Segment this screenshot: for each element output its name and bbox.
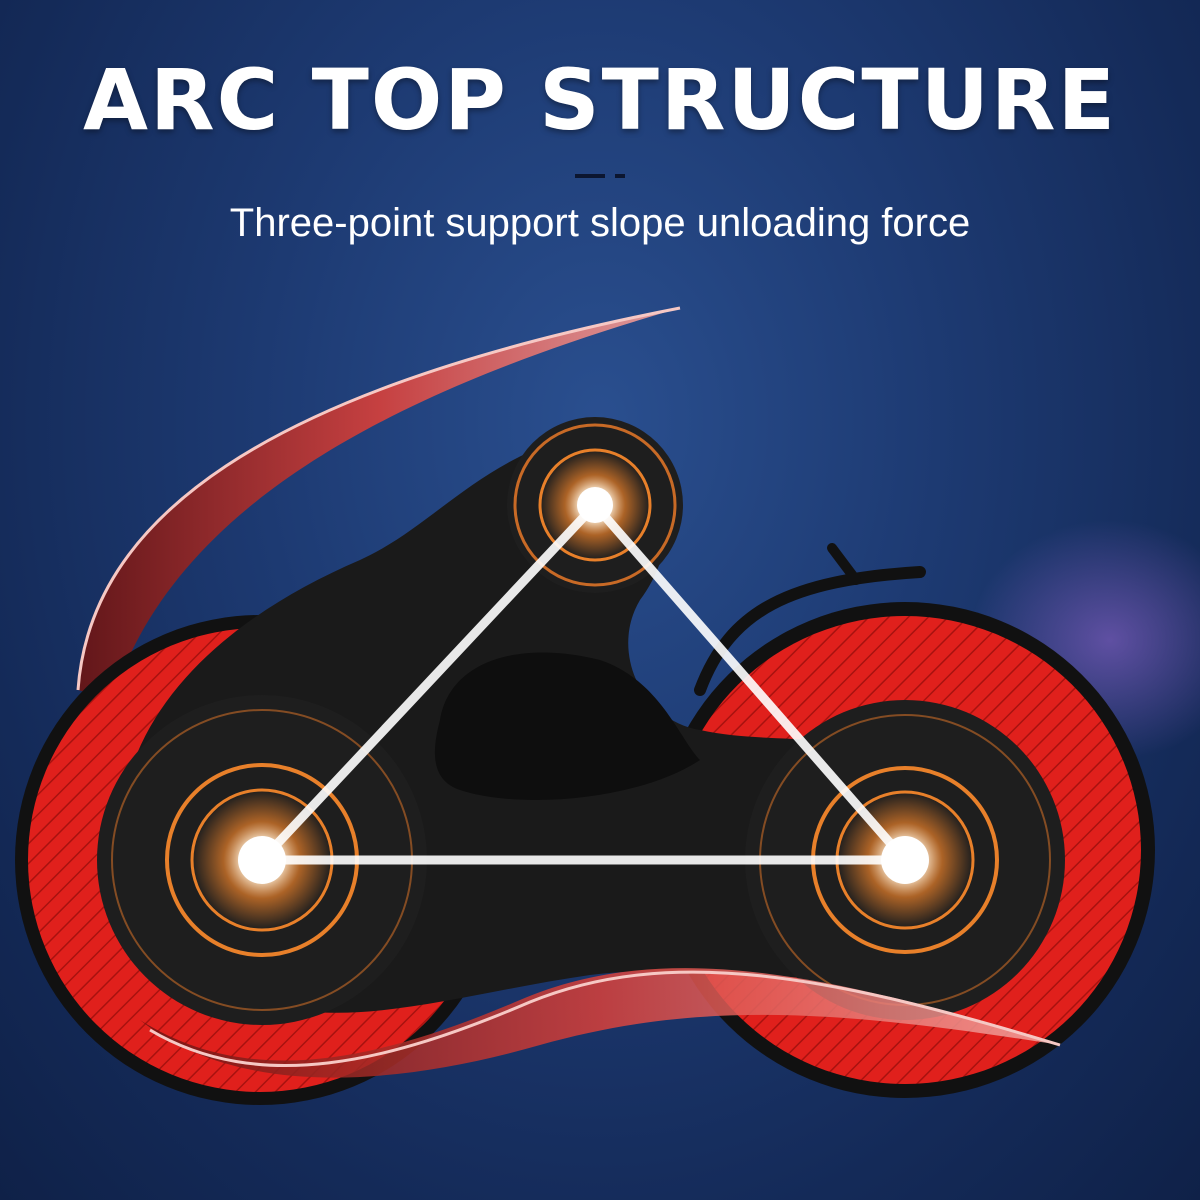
title-divider [575, 174, 625, 178]
binding-strap [694, 566, 926, 696]
top-support-point [577, 487, 613, 523]
support-triangle [257, 500, 910, 865]
subheadline: Three-point support slope unloading forc… [229, 201, 971, 245]
skate-illustration [15, 306, 1200, 1105]
lower-swoosh [140, 968, 1060, 1078]
headline: ARC TOP STRUCTURE [82, 51, 1117, 149]
left-support-point [238, 836, 286, 884]
right-support-point [881, 836, 929, 884]
upper-swoosh [78, 308, 680, 700]
